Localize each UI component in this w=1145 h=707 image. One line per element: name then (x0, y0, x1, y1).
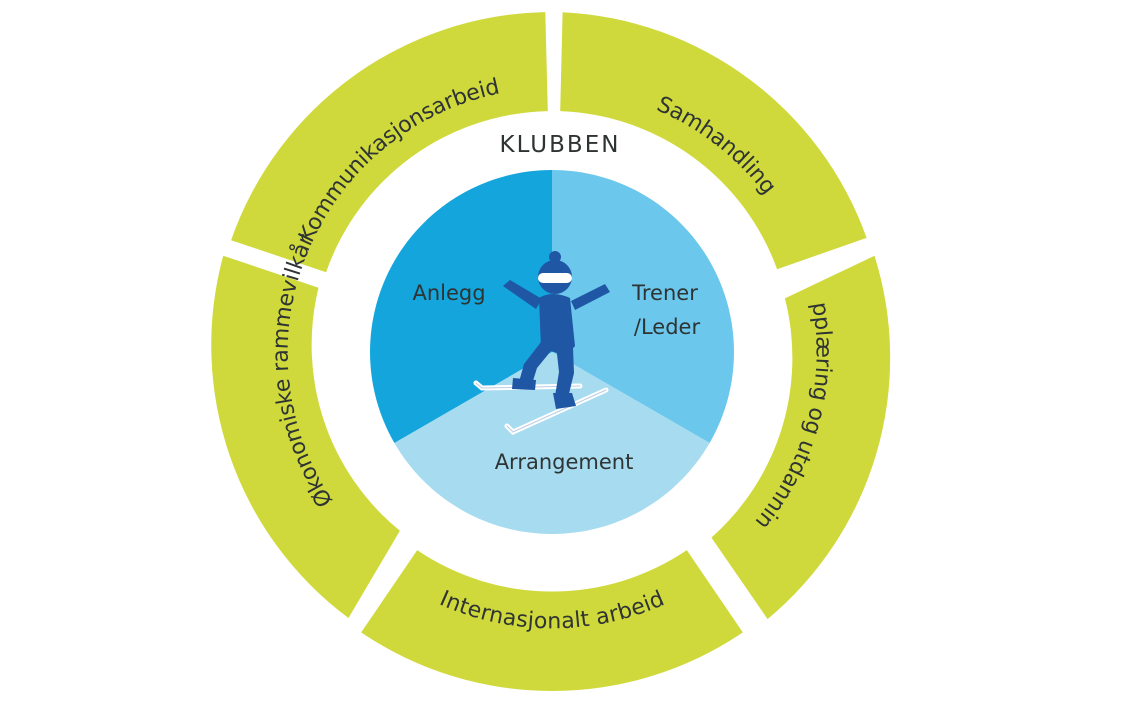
outer-ring (211, 12, 891, 691)
sector-label-arrangement: Arrangement (495, 450, 634, 474)
core-title: KLUBBEN (500, 132, 621, 158)
ring-segment-samhandling (560, 12, 867, 270)
ring-segment-okonomiske-rammevilkar (211, 255, 400, 618)
ring-segment-internasjonalt-arbeid (361, 550, 743, 691)
sector-label-anlegg: Anlegg (412, 281, 485, 305)
sector-label-trener: Trener (631, 281, 698, 305)
sector-trener-leder (552, 170, 734, 443)
ring-segment-kommunikasjonsarbeid (231, 12, 548, 273)
sector-arrangement (394, 352, 710, 534)
skier-icon (473, 251, 610, 435)
sector-label-leder: /Leder (634, 315, 701, 339)
sector-anlegg (370, 170, 552, 443)
ring-segment-opplaering-og-utdanning (711, 255, 891, 620)
inner-pie (370, 170, 734, 534)
